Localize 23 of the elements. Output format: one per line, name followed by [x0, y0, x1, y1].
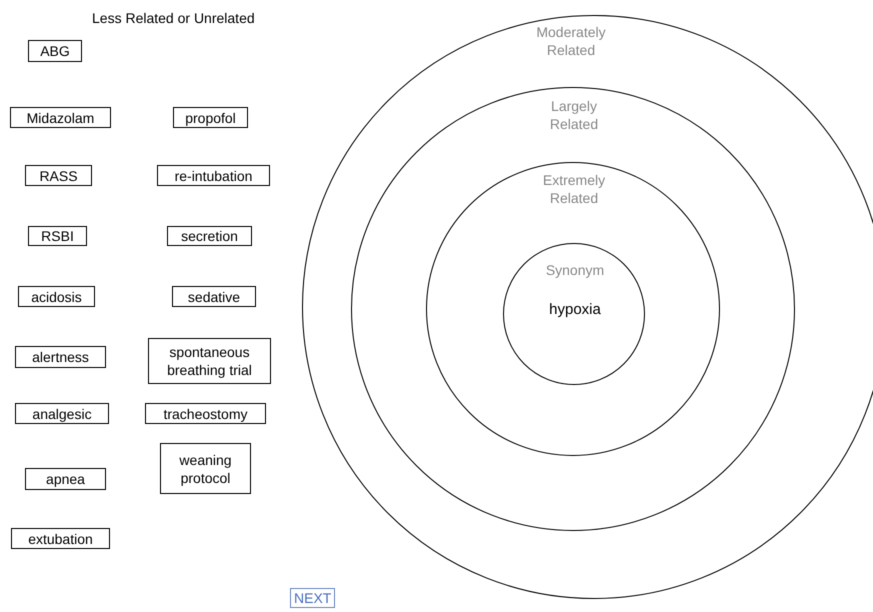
section-heading: Less Related or Unrelated	[92, 9, 255, 28]
ring-label: Moderately Related	[535, 23, 607, 59]
word-box: secretion	[167, 226, 252, 246]
word-box: analgesic	[15, 403, 109, 424]
word-box: RSBI	[28, 226, 87, 246]
ring-label: Extremely Related	[542, 171, 606, 207]
word-box: ABG	[28, 40, 82, 62]
word-box: acidosis	[18, 286, 95, 307]
ring-label: Largely Related	[548, 97, 600, 133]
word-box: tracheostomy	[145, 403, 266, 424]
next-button: NEXT	[290, 588, 336, 608]
word-box: weaning protocol	[160, 443, 251, 494]
word-box: spontaneous breathing trial	[148, 338, 271, 384]
word-box: RASS	[25, 165, 92, 186]
word-box: propofol	[173, 107, 248, 128]
word-box: Midazolam	[10, 107, 111, 128]
word-box: sedative	[172, 286, 256, 307]
word-box: apnea	[25, 468, 106, 490]
word-box: alertness	[15, 346, 106, 368]
ring-label: Synonym	[544, 261, 606, 279]
word-box: re-intubation	[157, 165, 270, 186]
center-word: hypoxia	[549, 300, 601, 320]
word-box: extubation	[11, 528, 110, 549]
